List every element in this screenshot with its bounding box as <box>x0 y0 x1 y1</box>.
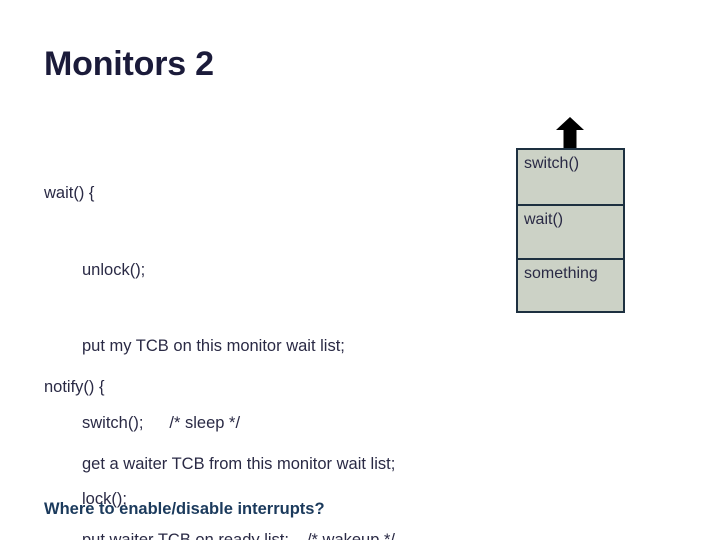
up-arrow-icon <box>556 117 584 148</box>
call-stack-diagram: switch() wait() something <box>516 117 626 314</box>
wait-code-line-5: lock(); <box>82 490 127 508</box>
notify-code-line-1: notify() { <box>44 378 105 396</box>
wait-code-line-4-comment: /* sleep */ <box>169 413 241 432</box>
wait-code-line-4-statement: switch(); <box>82 413 144 432</box>
wait-code-line-1: wait() { <box>44 184 95 202</box>
wait-code-line-2: unlock(); <box>82 260 146 279</box>
notify-code-line-2: get a waiter TCB from this monitor wait … <box>82 454 396 473</box>
stack-cell-something: something <box>518 258 623 311</box>
notify-code-line-3-statement: put waiter TCB on ready list; <box>82 531 289 540</box>
stack-cell-label: something <box>524 265 598 282</box>
stack-frame-box: switch() wait() something <box>516 148 625 313</box>
stack-cell-label: switch() <box>524 155 580 172</box>
notify-code-line-3-comment: /* wakeup */ <box>306 531 396 540</box>
notify-code-block: notify() { get a waiter TCB from this mo… <box>44 324 395 540</box>
wait-code-line-3: put my TCB on this monitor wait list; <box>82 337 345 355</box>
stack-cell-switch: switch() <box>518 150 623 204</box>
stack-cell-label: wait() <box>524 211 564 228</box>
stack-cell-wait: wait() <box>518 204 623 258</box>
question-text: Where to enable/disable interrupts? <box>44 500 325 518</box>
notify-code-line-3: put waiter TCB on ready list; /* wakeup *… <box>44 528 395 540</box>
wait-code-block: wait() { unlock(); put my TCB on this mo… <box>44 130 345 540</box>
wait-code-line-4: switch(); /* sleep */ <box>44 411 345 437</box>
page-title: Monitors 2 <box>44 45 214 83</box>
